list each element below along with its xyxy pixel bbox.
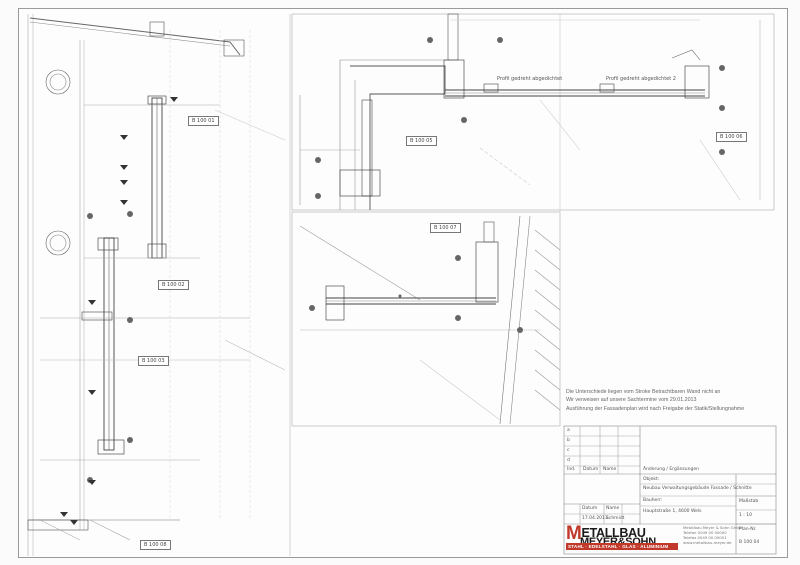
name-label: Name bbox=[606, 506, 620, 511]
client-label: Bauherr: bbox=[643, 498, 663, 503]
section-tag: B 100 05 bbox=[406, 136, 437, 146]
section-tag: B 100 08 bbox=[140, 540, 171, 550]
revision-header: Ind. bbox=[567, 467, 576, 472]
date-label: Datum bbox=[582, 506, 598, 511]
plan-label: Plan-Nr. bbox=[739, 527, 757, 532]
section-tag: B 100 06 bbox=[716, 132, 747, 142]
section-tag: B 100 03 bbox=[138, 356, 169, 366]
revision-header: Datum bbox=[583, 467, 599, 472]
note-line: Die Unterschiede liegen vom Stroke Betra… bbox=[566, 389, 721, 395]
name-value: Schmidt bbox=[606, 516, 625, 521]
revision-index: b bbox=[567, 438, 570, 443]
revision-header: Name bbox=[603, 467, 617, 472]
date-value: 17.04.2013 bbox=[582, 516, 608, 521]
revision-header: Änderung / Ergänzungen bbox=[643, 467, 699, 472]
revision-index: d bbox=[567, 458, 570, 463]
drawing-note: Die Unterschiede liegen vom Stroke Betra… bbox=[566, 388, 776, 413]
scale-value: 1 : 10 bbox=[739, 513, 752, 518]
revision-index: c bbox=[567, 448, 570, 453]
logo-slogan: STAHL · EDELSTAHL · GLAS · ALUMINIUM bbox=[568, 544, 669, 549]
plan-number: B 100 04 bbox=[739, 540, 760, 545]
revision-index: a bbox=[567, 428, 570, 433]
profile-label: Profil gedreht abgedichtet 2 bbox=[606, 76, 676, 82]
section-tag: B 100 02 bbox=[158, 280, 189, 290]
project-label: Objekt: bbox=[643, 477, 660, 482]
drawing-frame bbox=[18, 8, 788, 558]
section-tag: B 100 07 bbox=[430, 223, 461, 233]
section-tag: B 100 01 bbox=[188, 116, 219, 126]
note-line: Wir verweisen auf unsere Sachtermine vom… bbox=[566, 397, 697, 404]
note-line: Ausführung der Fassadenplan wird nach Fr… bbox=[566, 405, 745, 412]
company-logo: METALLBAU MEYER&SOHN STAHL · EDELSTAHL ·… bbox=[566, 524, 680, 553]
address-value: Hauptstraße 1, 4600 Wels bbox=[643, 509, 702, 514]
scale-label: Maßstab bbox=[739, 499, 759, 504]
profile-label: Profil gedreht abgedichtet bbox=[497, 76, 563, 82]
project-value: Neubau Verwaltungsgebäude Fassade / Schn… bbox=[643, 486, 752, 491]
company-contact: Metallbau Meyer & Sohn GmbH Telefon 0049… bbox=[683, 525, 743, 545]
logo-text: ETALLBAU bbox=[581, 526, 646, 540]
